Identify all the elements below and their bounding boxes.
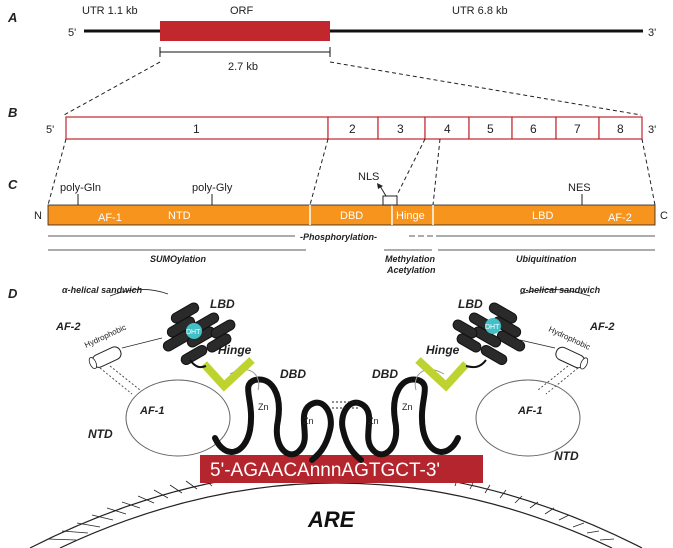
lbd-hinge-link-right (465, 359, 487, 369)
hinge-right-label: Hinge (426, 343, 460, 357)
exon-8-box (598, 116, 643, 140)
lbd-left-label: LBD (210, 297, 235, 311)
helical-sandwich-left: α-helical sandwich (62, 285, 143, 295)
utr3-label: UTR 6.8 kb (452, 5, 508, 17)
af2-right-to-lbd (519, 339, 556, 349)
poly-gly-label: poly-Gly (192, 182, 233, 194)
af2-left-to-lbd (121, 337, 163, 349)
helical-sandwich-right: α-helical sandwich (520, 285, 601, 295)
panel-label-b: B (8, 105, 17, 120)
linker-right (414, 368, 445, 391)
connector-b-c-1 (47, 138, 67, 206)
dbd-right-zinc-fingers (339, 376, 461, 463)
utr5-label: UTR 1.1 kb (82, 5, 138, 17)
nes-label: NES (568, 182, 591, 194)
ntd-label-c: NTD (168, 210, 191, 222)
dbd-left-zinc-fingers (212, 376, 334, 463)
are-arc-inner (59, 482, 613, 548)
ntd-right-ellipse (475, 379, 581, 457)
ntd-left-ellipse (125, 379, 231, 457)
connectors-b-c (47, 138, 656, 206)
af2-right-pocket (555, 346, 589, 370)
dht-right-label: DHT (485, 324, 500, 331)
exon-end3: 3' (648, 124, 656, 136)
are-sequence-box (200, 455, 483, 483)
helical-arc-right (519, 289, 591, 297)
ntd-left-label: NTD (88, 427, 113, 441)
methylation-label: Methylation (385, 254, 436, 264)
zn-label-2: Zn (303, 416, 314, 426)
panel-label-a: A (7, 10, 17, 25)
af1-left-label: AF-1 (139, 405, 164, 417)
ntd-right-label: NTD (554, 449, 579, 463)
mrna-end3: 3' (648, 27, 656, 39)
dbd-label-c: DBD (340, 210, 363, 222)
dht-left (186, 323, 202, 339)
nls-arrowhead (377, 183, 383, 189)
dbd-right-label: DBD (372, 367, 398, 381)
phosphorylation-label: -Phosphorylation- (300, 232, 377, 242)
exon-6-label: 6 (530, 122, 537, 136)
nls-box (382, 195, 398, 206)
ubiquitination-label: Ubiquitination (516, 254, 577, 264)
dht-left-label: DHT (186, 329, 201, 336)
protein-n-term: N (34, 210, 42, 222)
nls-label: NLS (358, 171, 379, 183)
acetylation-label: Acetylation (386, 265, 436, 275)
hinge-label-c: Hinge (396, 210, 425, 222)
hydrophobic-left-label: Hydrophobic (83, 323, 128, 350)
exon-4-label: 4 (444, 122, 451, 136)
exon-2-label: 2 (349, 122, 356, 136)
dbd-left-label: DBD (280, 367, 306, 381)
exon-1-label: 1 (193, 122, 200, 136)
lbd-hinge-link-left (189, 359, 207, 369)
are-sequence: 5'-AGAACAnnnAGTGCT-3' (210, 460, 440, 481)
exon-7-label: 7 (574, 122, 581, 136)
zn-label-1: Zn (258, 402, 269, 412)
nls-arrow (379, 185, 387, 197)
orf-label: ORF (230, 5, 254, 17)
hinge-left-label: Hinge (218, 343, 252, 357)
connector-b-c-3 (391, 138, 426, 206)
zn-label-4: Zn (402, 402, 413, 412)
panel-label-d: D (8, 286, 18, 301)
af2-label-c: AF-2 (608, 212, 632, 224)
poly-gln-label: poly-Gln (60, 182, 101, 194)
af2-left-label: AF-2 (55, 321, 80, 333)
af1-right-label: AF-1 (517, 405, 542, 417)
exon-8-label: 8 (617, 122, 624, 136)
connector-a-b-left (63, 61, 161, 116)
orf-size-label: 2.7 kb (228, 61, 258, 73)
protein-c-term: C (660, 210, 668, 222)
are-label: ARE (307, 507, 356, 532)
af1-label-c: AF-1 (98, 212, 122, 224)
exon-end5: 5' (46, 124, 54, 136)
phospho-label-bg (295, 230, 407, 242)
sumoylation-label: SUMOylation (150, 254, 207, 264)
af2-af1-dotted-left (99, 365, 141, 395)
connector-a-b-right (329, 61, 642, 116)
connector-b-c-2 (309, 138, 329, 206)
panel-label-c: C (8, 177, 18, 192)
connector-b-c-4 (432, 138, 441, 206)
af2-af1-dotted-right (537, 365, 579, 395)
lbd-label-c: LBD (532, 210, 553, 222)
dht-right (485, 318, 501, 334)
connector-b-c-5 (641, 138, 656, 206)
lbd-right-label: LBD (458, 297, 483, 311)
af2-right-label: AF-2 (589, 321, 614, 333)
orf-box (160, 21, 330, 41)
hinge-right-v (415, 357, 469, 392)
exon-map (65, 116, 643, 140)
zn-label-3: Zn (368, 416, 379, 426)
helical-arc-left (109, 289, 169, 297)
protein-bar (47, 204, 656, 226)
af2-left-pocket (88, 346, 122, 369)
hinge-left-v (201, 357, 255, 392)
exon-3-label: 3 (397, 122, 404, 136)
exon-5-label: 5 (487, 122, 494, 136)
mrna-end5: 5' (68, 27, 76, 39)
